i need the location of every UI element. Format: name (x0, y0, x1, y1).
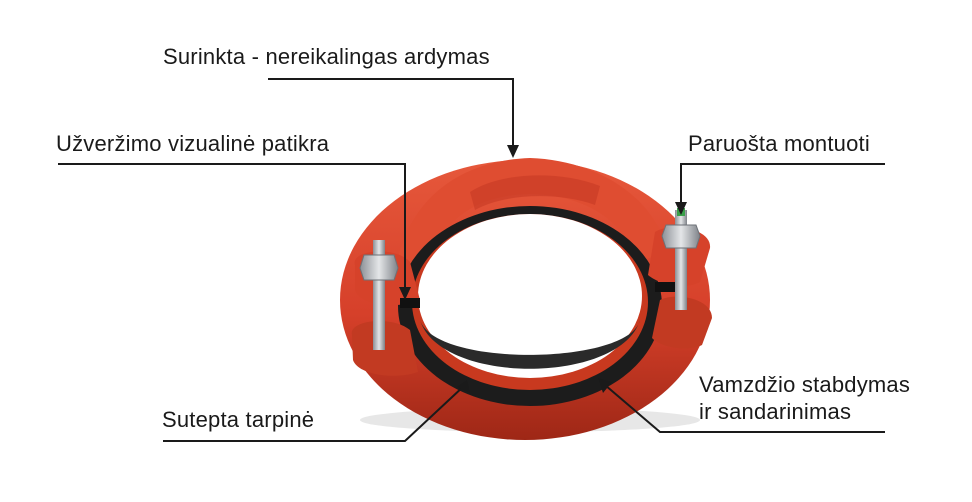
grooved-coupling-image (340, 158, 712, 440)
label-pipe-stop-and-sealing: Vamzdžio stabdymas ir sandarinimas (699, 371, 910, 425)
leader-line-right (681, 164, 885, 205)
label-visual-tightening-check: Užveržimo vizualinė patikra (56, 131, 329, 157)
label-pipe-stop-line1: Vamzdžio stabdymas (699, 371, 910, 398)
label-pipe-stop-line2: ir sandarinimas (699, 398, 910, 425)
label-lubricated-gasket: Sutepta tarpinė (162, 407, 314, 433)
arrow-top (507, 145, 519, 158)
pipe-bore (418, 214, 642, 378)
label-ready-to-install: Paruošta montuoti (688, 131, 870, 157)
label-assembled: Surinkta - nereikalingas ardymas (163, 44, 490, 70)
